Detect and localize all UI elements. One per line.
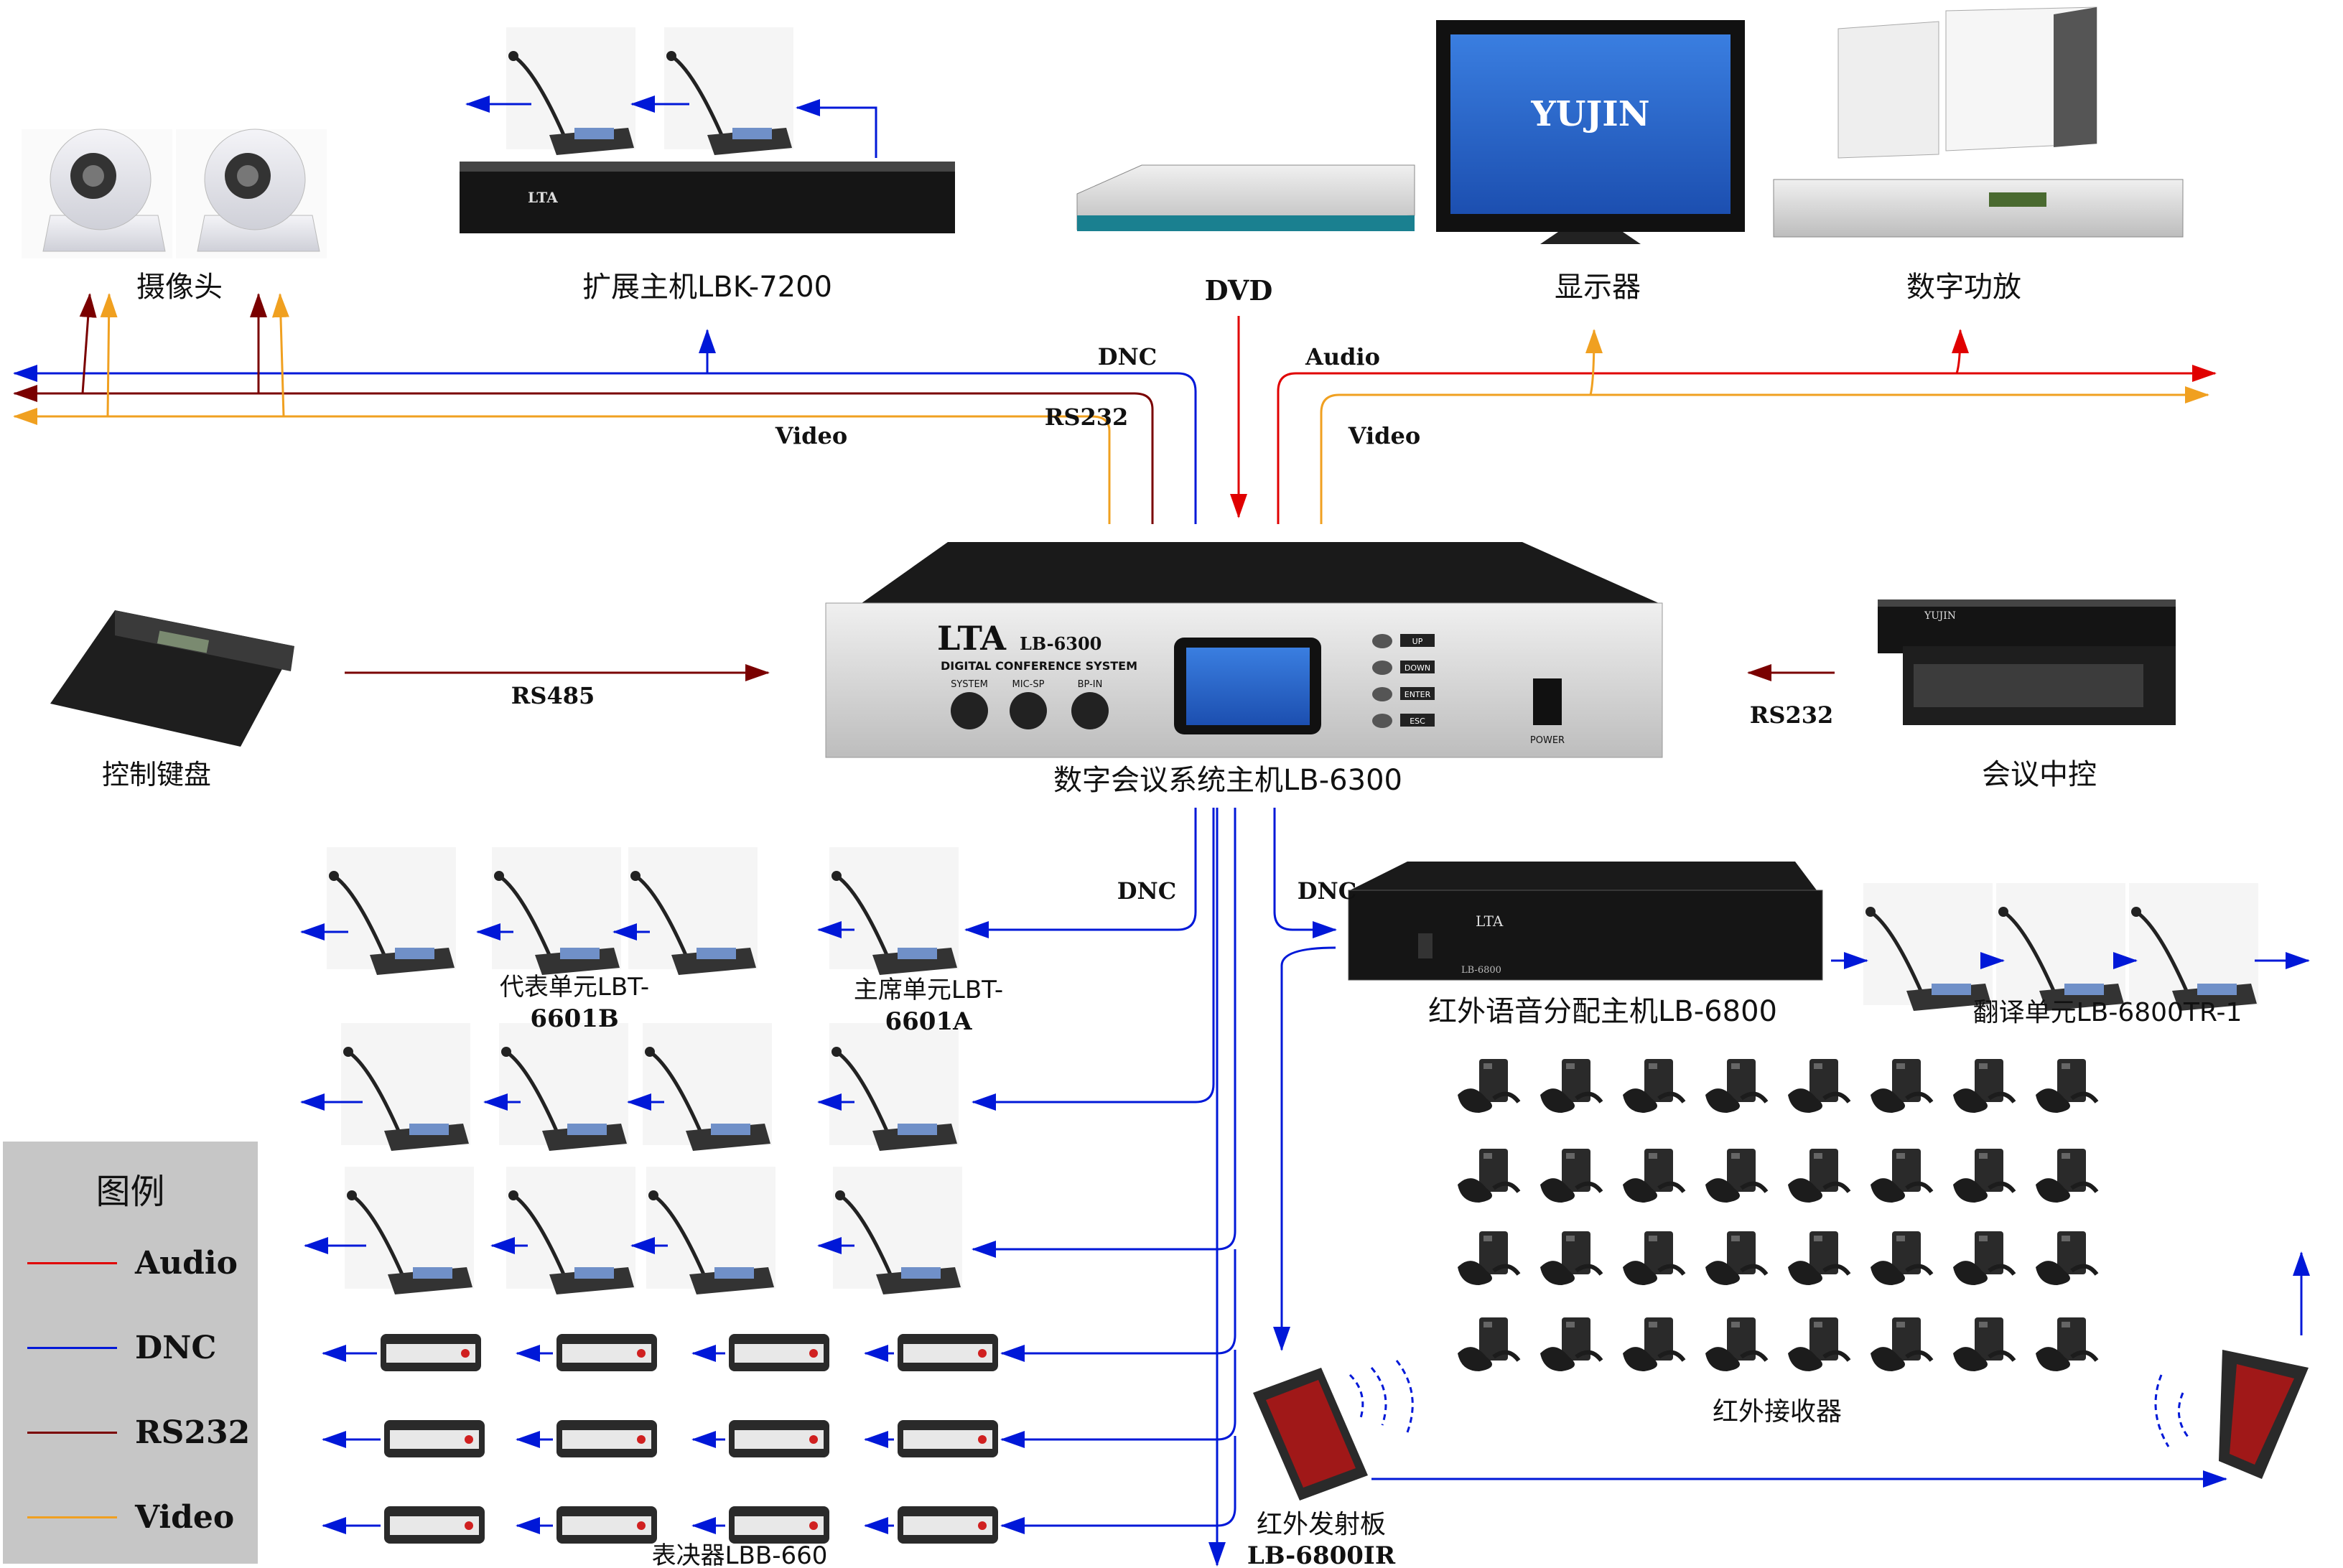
ir-receiver-label: 红外接收器 xyxy=(1713,1397,1842,1427)
ir-emitter-right-icon xyxy=(2154,1350,2309,1479)
central-control-device: YUJIN xyxy=(1878,599,2176,725)
camera-left-icon xyxy=(22,129,172,258)
legend-label-video: Video xyxy=(135,1499,235,1536)
central-control-label: 会议中控 xyxy=(1982,758,2097,791)
dvd-player-icon xyxy=(1076,164,1415,231)
ir-receiver-grid xyxy=(1458,1059,2097,1371)
voter-grid xyxy=(381,1334,998,1544)
signal-dnc-top: DNC xyxy=(1098,343,1157,370)
main-host-brand: LTA xyxy=(937,619,1007,658)
translation-units xyxy=(1863,883,2258,1011)
camera-label: 摄像头 xyxy=(136,271,223,304)
amplifier-icon xyxy=(1773,6,2184,238)
conference-unit-grid xyxy=(327,847,962,1294)
signal-video-left: Video xyxy=(775,422,848,449)
legend-swatch-video xyxy=(27,1516,117,1518)
bottom-dnc-lines xyxy=(964,808,2310,1567)
signal-audio-right: Audio xyxy=(1305,343,1380,370)
control-keyboard-icon xyxy=(50,610,294,747)
signal-rs232-top: RS232 xyxy=(1045,403,1129,431)
voter-label: 表决器LBB-660 xyxy=(652,1541,828,1568)
camera-right-icon xyxy=(176,129,327,258)
ir-host-model: LB-6800 xyxy=(1461,965,1501,976)
legend-swatch-dnc xyxy=(27,1347,117,1349)
amplifier-label: 数字功放 xyxy=(1906,271,2021,304)
button-up-label: UP xyxy=(1412,637,1423,646)
main-host-device: LTA LB-6300 DIGITAL CONFERENCE SYSTEM SY… xyxy=(825,542,1663,758)
button-enter-label: ENTER xyxy=(1405,690,1431,699)
knob-label-mic-sp: MIC-SP xyxy=(1012,679,1045,690)
legend: 图例 Audio DNC RS232 Video xyxy=(3,1142,258,1564)
ir-host-device: LTA LB-6800 xyxy=(1348,862,1823,981)
svg-text:LTA: LTA xyxy=(528,189,558,206)
expansion-host-device: LTA xyxy=(460,27,955,233)
unit-chain-arrows xyxy=(300,921,894,1534)
keyboard-label: 控制键盘 xyxy=(102,759,211,790)
ir-emitter-left-icon xyxy=(1253,1360,1414,1501)
chairman-unit-label-line2: 6601A xyxy=(885,1007,972,1036)
legend-label-dnc: DNC xyxy=(135,1330,217,1366)
dvd-label: DVD xyxy=(1205,274,1273,307)
legend-swatch-rs232 xyxy=(27,1432,117,1434)
expansion-host-label: 扩展主机LBK-7200 xyxy=(582,271,832,304)
legend-item-video: Video xyxy=(27,1496,257,1539)
ir-host-label: 红外语音分配主机LB-6800 xyxy=(1428,995,1777,1028)
delegate-unit-label-line1: 代表单元LBT- xyxy=(500,973,649,1002)
display-monitor-icon: YUJIN xyxy=(1436,20,1745,244)
signal-rs232-right: RS232 xyxy=(1750,701,1834,729)
chairman-unit-label-line1: 主席单元LBT- xyxy=(854,976,1003,1004)
main-host-model: LB-6300 xyxy=(1020,633,1101,654)
button-esc-label: ESC xyxy=(1410,717,1425,726)
display-label: 显示器 xyxy=(1555,271,1641,304)
top-bus-lines xyxy=(13,95,2217,524)
ir-emitter-label-line2: LB-6800IR xyxy=(1247,1541,1396,1568)
knob-label-system: SYSTEM xyxy=(951,679,988,690)
button-down-label: DOWN xyxy=(1405,663,1430,673)
legend-label-rs232: RS232 xyxy=(135,1414,251,1451)
signal-dnc-bottom-left: DNC xyxy=(1117,877,1176,905)
legend-item-dnc: DNC xyxy=(27,1327,257,1370)
signal-dnc-bottom-right: DNC xyxy=(1298,877,1356,905)
signal-video-right: Video xyxy=(1348,422,1421,449)
main-host-buttons: UP DOWN ENTER ESC xyxy=(1372,634,1435,728)
ir-host-brand: LTA xyxy=(1476,913,1504,930)
legend-label-audio: Audio xyxy=(135,1245,238,1282)
display-brand: YUJIN xyxy=(1530,94,1649,134)
translation-unit-label: 翻译单元LB-6800TR-1 xyxy=(1973,998,2242,1027)
signal-rs485: RS485 xyxy=(511,682,595,709)
main-host-power: POWER xyxy=(1530,735,1565,746)
central-control-brand: YUJIN xyxy=(1924,610,1956,622)
legend-swatch-audio xyxy=(27,1262,117,1264)
ir-emitter-label-line1: 红外发射板 xyxy=(1257,1510,1386,1539)
delegate-unit-label-line2: 6601B xyxy=(530,1004,618,1033)
legend-item-audio: Audio xyxy=(27,1242,257,1285)
legend-item-rs232: RS232 xyxy=(27,1411,257,1455)
main-host-label: 数字会议系统主机LB-6300 xyxy=(1053,764,1402,797)
main-host-subtitle: DIGITAL CONFERENCE SYSTEM xyxy=(941,659,1137,673)
legend-title: 图例 xyxy=(96,1172,165,1212)
knob-label-bp-in: BP-IN xyxy=(1078,679,1103,690)
